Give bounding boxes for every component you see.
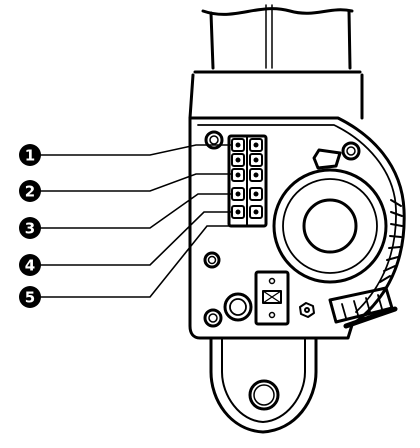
terminal-screw-1-2: [253, 142, 259, 148]
callout-4: 4: [19, 254, 41, 276]
housing-screw-bottom-left: [203, 308, 223, 328]
leader-2: [30, 173, 231, 192]
mounting-bracket: [209, 336, 318, 434]
cable-clamp: [328, 286, 398, 329]
callout-1: 1: [19, 144, 41, 166]
terminal-1-1: [231, 138, 245, 152]
callout-2-badge: [19, 180, 41, 202]
terminal-2-2: [249, 153, 263, 167]
retaining-tab: [312, 148, 342, 170]
callout-4-badge: [19, 254, 41, 276]
terminal-screw-3-1: [235, 172, 241, 178]
hex-nut: [299, 302, 315, 318]
terminal-screw-3-2: [253, 172, 259, 178]
terminal-3-1: [231, 168, 245, 182]
terminal-block: [227, 134, 268, 228]
terminal-2-1: [231, 153, 245, 167]
terminal-3-2: [249, 168, 263, 182]
leader-1: [30, 144, 231, 156]
leader-4: [30, 211, 231, 266]
callout-5: 5: [19, 286, 41, 308]
leader-5: [30, 225, 236, 298]
cable-grommet: [223, 292, 253, 322]
callout-5-label: 5: [25, 289, 35, 307]
terminal-4-1: [231, 187, 245, 201]
callout-3: 3: [19, 217, 41, 239]
leader-3: [30, 193, 231, 229]
terminal-screw-5-2: [253, 209, 259, 215]
callout-3-label: 3: [25, 220, 35, 238]
connector-bracket: [254, 270, 290, 326]
terminal-screw-4-2: [253, 191, 259, 197]
housing-screw-mid-left: [203, 251, 221, 269]
callout-1-badge: [19, 144, 41, 166]
terminal-1-2: [249, 138, 263, 152]
terminal-screw-5-1: [235, 209, 241, 215]
terminal-5-2: [249, 205, 263, 219]
terminal-screw-1-1: [235, 142, 241, 148]
terminal-5-1: [231, 205, 245, 219]
housing-screw-top-left: [204, 130, 224, 150]
round-unit: [272, 168, 388, 284]
callout-2: 2: [19, 180, 41, 202]
terminal-screw-4-1: [235, 191, 241, 197]
housing-outline: [188, 116, 406, 340]
callout-4-label: 4: [25, 257, 35, 275]
housing-ridges: [379, 199, 403, 283]
mounting-stem: [188, 4, 364, 120]
callout-3-badge: [19, 217, 41, 239]
callout-2-label: 2: [25, 183, 35, 201]
callout-1-label: 1: [25, 147, 35, 165]
callout-5-badge: [19, 286, 41, 308]
housing-screw-top-right: [341, 141, 361, 161]
terminal-4-2: [249, 187, 263, 201]
terminal-screw-2-2: [253, 157, 259, 163]
terminal-screw-2-1: [235, 157, 241, 163]
